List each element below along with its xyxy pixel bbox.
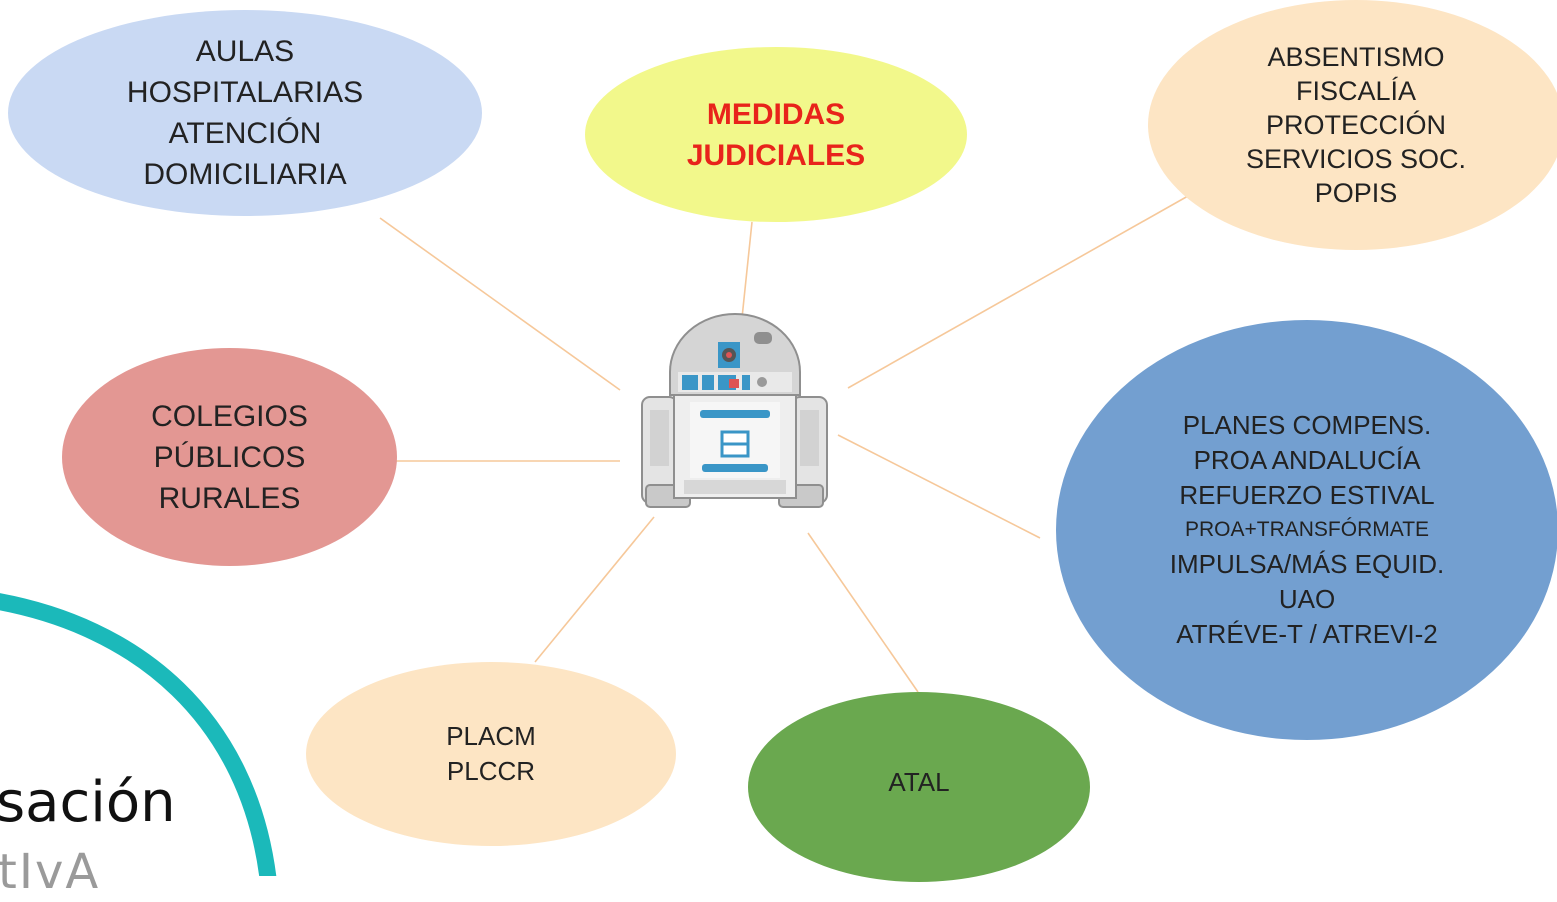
- node-line: UAO: [1278, 584, 1336, 614]
- node-line: PÚBLICOS: [153, 440, 306, 474]
- node-line: AULAS: [195, 35, 295, 68]
- slide-title-fragment: sación: [0, 770, 176, 835]
- connector-medidas: [741, 221, 753, 319]
- node-line: FISCALÍA: [1295, 76, 1417, 106]
- node-medidas-judiciales: MEDIDAS JUDICIALES: [585, 47, 967, 222]
- node-colegios-publicos-rurales: COLEGIOS PÚBLICOS RURALES: [62, 348, 397, 566]
- node-aulas-hospitalarias: AULAS HOSPITALARIAS ATENCIÓN DOMICILIARI…: [8, 10, 482, 216]
- node-planes-compensatorios: PLANES COMPENS. PROA ANDALUCÍA REFUERZO …: [1056, 320, 1557, 740]
- node-line: DOMICILIARIA: [143, 158, 347, 191]
- node-line: COLEGIOS: [151, 399, 308, 433]
- accent-arc: [0, 593, 277, 876]
- slide-subtitle-fragment: tIvA: [0, 844, 101, 900]
- node-line: PLANES COMPENS.: [1182, 410, 1432, 440]
- node-line: ATAL: [888, 766, 950, 797]
- node-line: HOSPITALARIAS: [126, 76, 364, 109]
- diagram-canvas: [0, 195, 1189, 876]
- node-line: ATENCIÓN: [168, 117, 322, 150]
- node-line: REFUERZO ESTIVAL: [1179, 480, 1435, 510]
- node-line: JUDICIALES: [686, 138, 866, 172]
- node-placm-plccr: PLACM PLCCR: [306, 662, 676, 846]
- node-line: PROTECCIÓN: [1265, 110, 1446, 140]
- node-line: ABSENTISMO: [1267, 42, 1445, 72]
- node-line: IMPULSA/MÁS EQUID.: [1169, 549, 1445, 579]
- node-line: ATRÉVE-T / ATREVI-2: [1176, 619, 1438, 649]
- node-absentismo: ABSENTISMO FISCALÍA PROTECCIÓN SERVICIOS…: [1148, 0, 1557, 250]
- node-line: PROA+TRANSFÓRMATE: [1184, 518, 1430, 541]
- node-line: PLACM: [446, 721, 536, 751]
- accent-arc-mask: [0, 620, 252, 876]
- r2d2-robot-icon: [641, 313, 828, 508]
- connector-absentismo: [847, 195, 1189, 389]
- node-line: POPIS: [1314, 178, 1398, 208]
- connectors: [379, 195, 1189, 693]
- connector-aulas: [379, 217, 621, 391]
- connector-atal: [807, 532, 919, 693]
- node-line: SERVICIOS SOC.: [1245, 144, 1467, 174]
- node-line: PROA ANDALUCÍA: [1193, 445, 1421, 475]
- connector-planes: [837, 434, 1041, 539]
- node-line: RURALES: [158, 481, 301, 515]
- connector-placm: [534, 516, 655, 663]
- node-line: PLCCR: [446, 756, 536, 786]
- node-atal: ATAL: [748, 692, 1090, 882]
- node-line: MEDIDAS: [706, 97, 846, 131]
